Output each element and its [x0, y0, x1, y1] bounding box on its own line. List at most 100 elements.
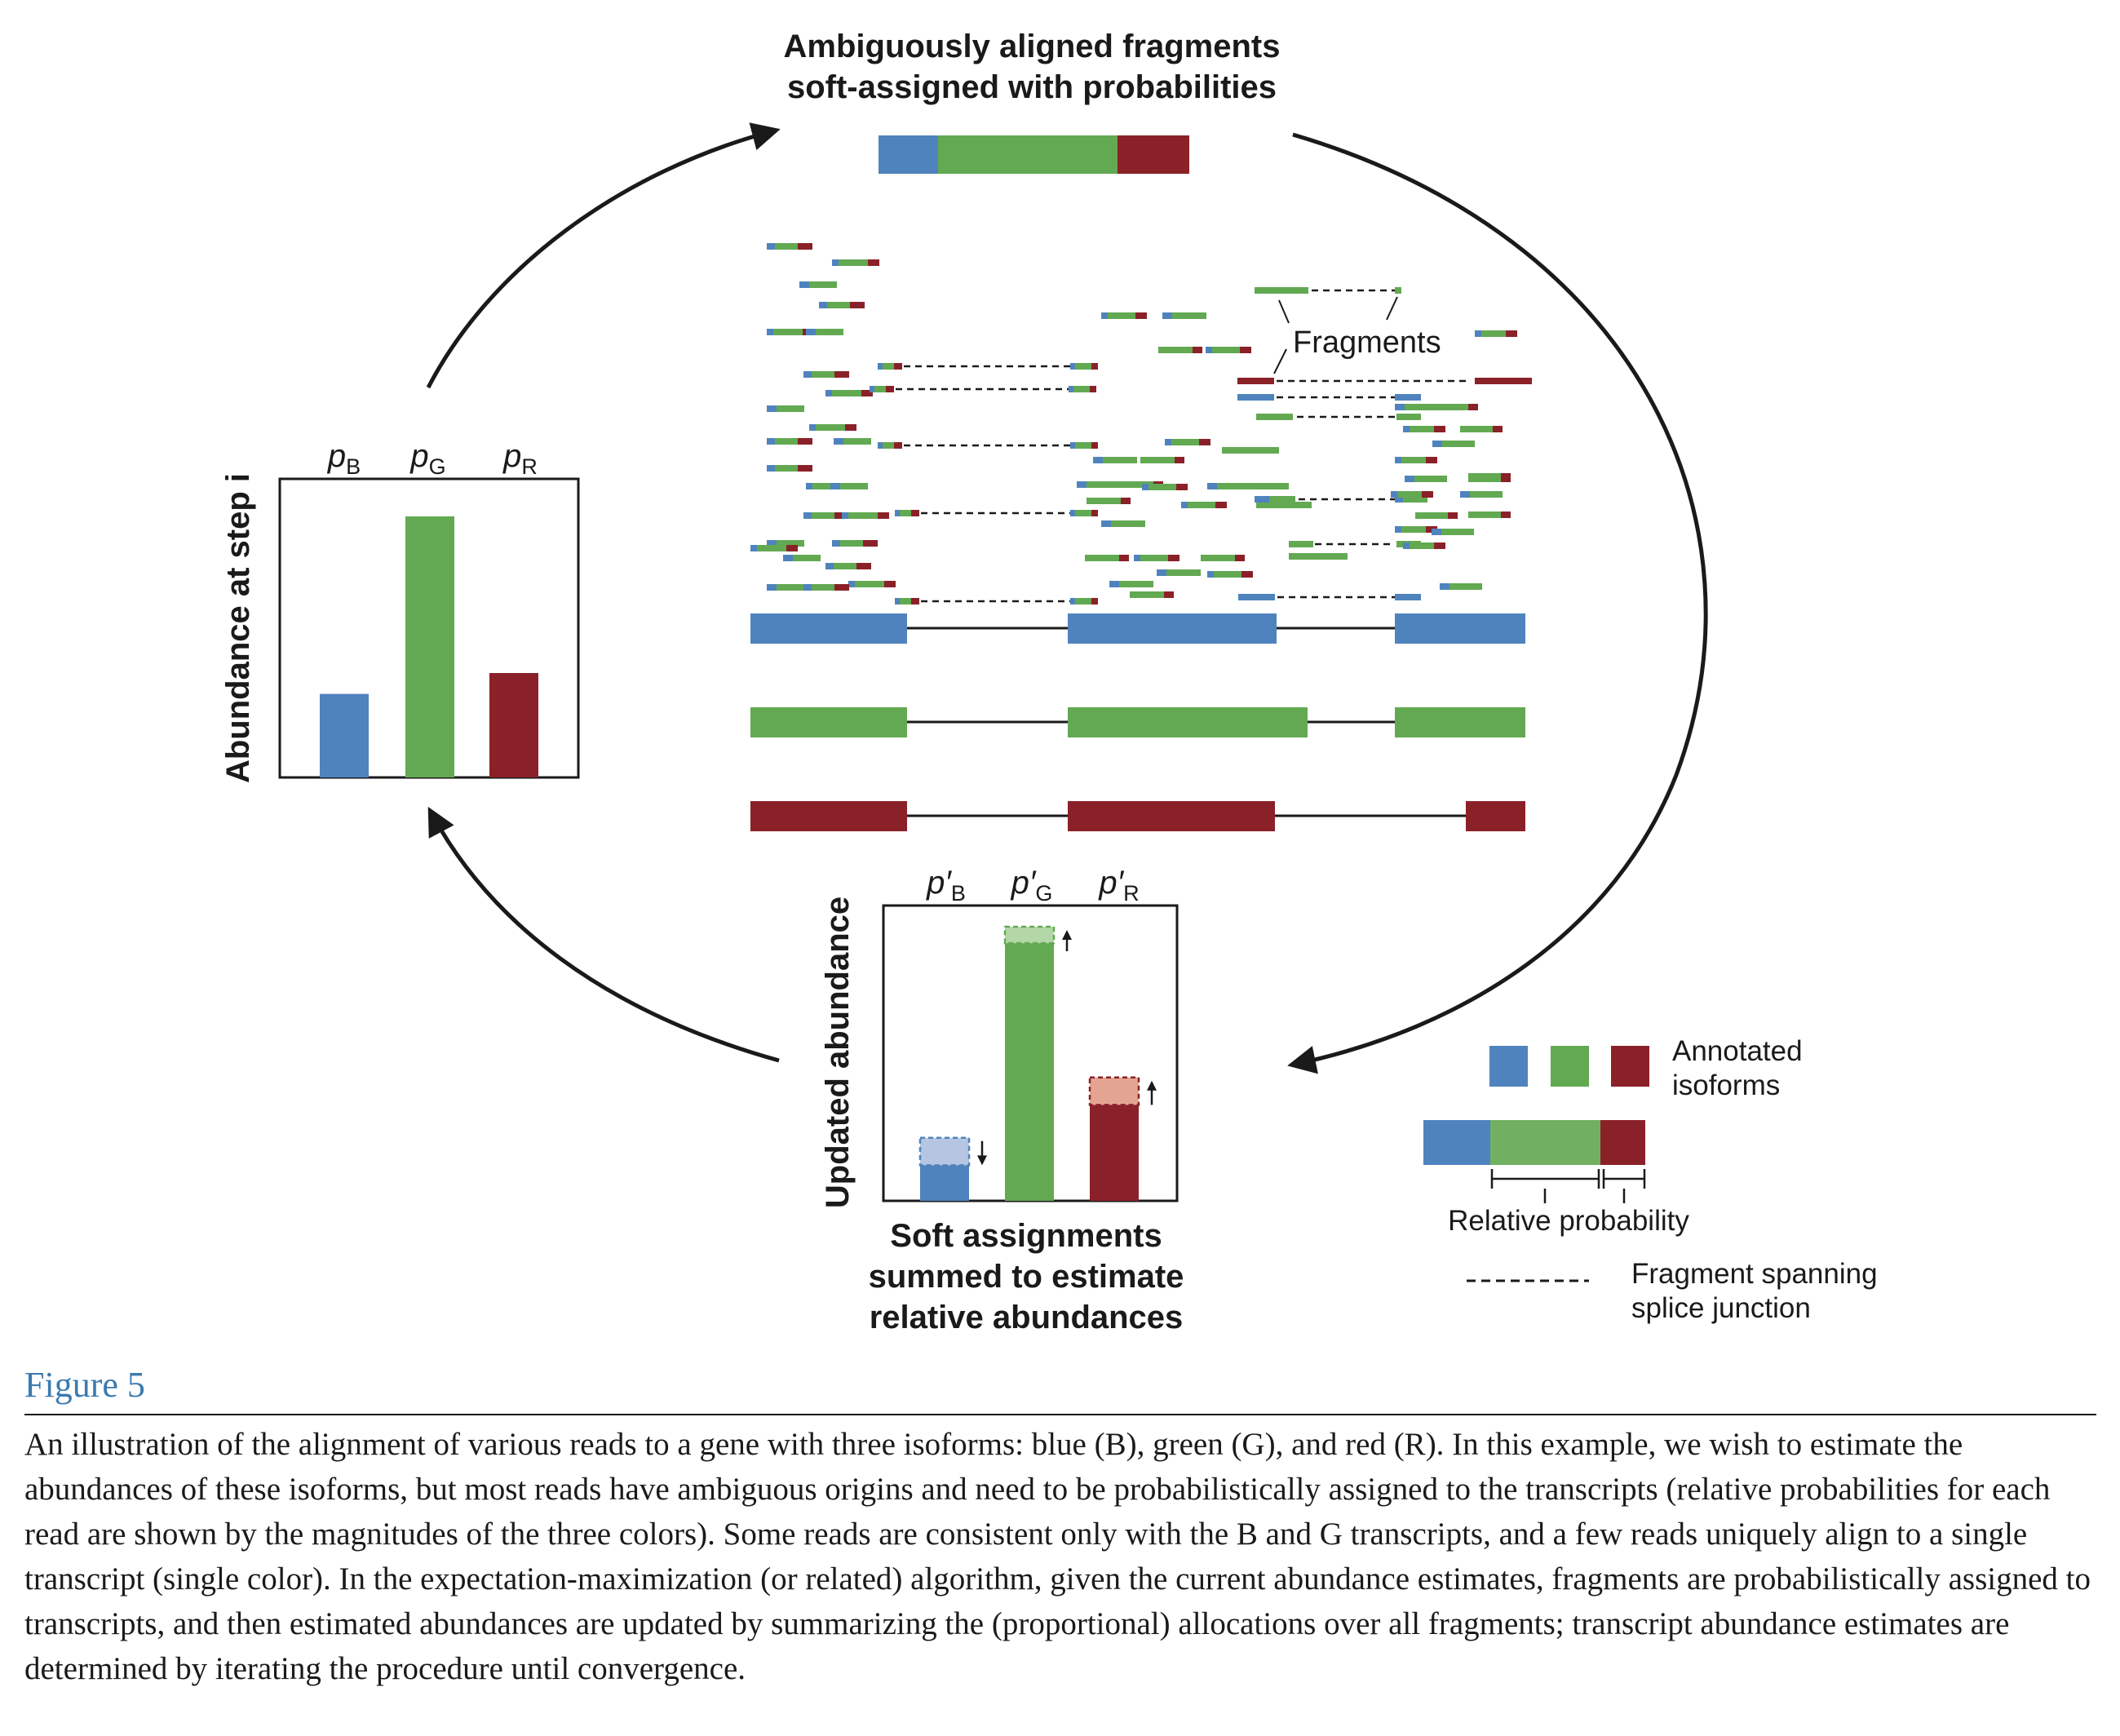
bottom-bar-green-arrow-head	[1062, 930, 1072, 940]
fragment-segment	[834, 563, 856, 569]
left-bar-red	[489, 673, 538, 777]
fragment-segment	[842, 512, 848, 519]
cycle-arrow-to-bottom	[1287, 132, 1708, 1074]
fragment-segment	[1237, 394, 1274, 401]
fragment-segment	[1199, 439, 1210, 445]
fragment-segment	[1391, 491, 1397, 498]
top-title-line1: Ambiguously aligned fragments	[784, 29, 1281, 64]
fragment-segment	[1164, 591, 1174, 598]
fragments-callout-line	[1386, 296, 1398, 321]
fragment-segment	[895, 510, 900, 516]
fragment-segment	[825, 390, 832, 396]
top-bar-red-segment	[1118, 135, 1189, 174]
fragment-segment	[1256, 502, 1312, 508]
fragment-segment	[883, 363, 894, 370]
fragment-segment	[832, 259, 839, 266]
figure-caption: An illustration of the alignment of vari…	[24, 1427, 2091, 1686]
bottom-bar-blue	[920, 1165, 969, 1201]
fragment-segment	[1134, 555, 1140, 561]
fragment-segment	[827, 302, 850, 308]
fragment-segment	[773, 329, 803, 335]
fragment-segment	[1434, 426, 1445, 432]
bottom-col-label-blue: p′B	[926, 865, 966, 906]
fragment-segment	[1232, 483, 1289, 489]
fragment-segment	[812, 512, 834, 519]
fragment-segment	[1255, 287, 1308, 294]
fragment-segment	[1403, 542, 1410, 549]
fragment-segment	[1087, 498, 1121, 504]
fragment-segment	[884, 581, 896, 587]
fragment-segment	[1101, 312, 1108, 319]
fragment-segment	[1075, 510, 1091, 516]
fragment-segment	[812, 371, 834, 378]
bottom-col-label-green: p′G	[1011, 865, 1053, 906]
fragment-segment	[1468, 512, 1501, 518]
fragment-segment	[1475, 378, 1532, 384]
legend-probability-brackets	[1490, 1169, 1646, 1203]
fragment-segment	[1201, 555, 1235, 561]
fragment-segment	[894, 442, 902, 449]
isoform-green-exon	[1068, 707, 1308, 737]
fragment-segment	[1269, 496, 1295, 503]
fragments-callout-line	[1278, 299, 1290, 324]
fragment-segment	[1241, 571, 1253, 578]
isoform-blue-exon	[1068, 613, 1277, 644]
fragment-segment	[1119, 555, 1129, 561]
fragment-segment	[767, 438, 775, 445]
figure-label: Figure 5	[24, 1365, 145, 1405]
fragment-segment	[1075, 598, 1091, 604]
fragment-segment	[1093, 457, 1103, 463]
top-title-line2: soft-assigned with probabilities	[787, 69, 1277, 105]
fragment-segment	[840, 483, 868, 489]
fragment-segment	[767, 540, 777, 547]
fragment-segment	[1109, 581, 1119, 587]
bottom-bar-green	[1005, 943, 1054, 1201]
fragment-segment	[895, 598, 900, 604]
fragment-segment	[911, 598, 919, 604]
fragment-segment	[757, 545, 786, 551]
left-bar-blue	[320, 693, 369, 777]
fragment-segment	[1172, 312, 1206, 319]
fragment-segment	[1103, 457, 1137, 463]
fragment-segment	[1395, 526, 1401, 533]
fragment-segment	[878, 442, 883, 449]
fragment-segment	[1085, 555, 1119, 561]
fragment-segment	[1140, 457, 1175, 463]
fragment-segment	[1101, 520, 1111, 527]
fragment-segment	[1119, 581, 1153, 587]
fragment-segment	[1091, 598, 1098, 604]
left-col-label-red: pR	[502, 438, 538, 479]
fragment-segment	[799, 281, 809, 288]
fragment-segment	[806, 329, 816, 335]
fragment-segment	[1256, 414, 1293, 420]
fragment-segment	[1214, 571, 1241, 578]
fragment-segment	[1238, 594, 1275, 600]
fragment-segment	[863, 540, 878, 547]
fragment-segment	[1188, 502, 1215, 508]
bottom-panel-y-label: Updated abundance	[820, 897, 856, 1208]
fragments-label: Fragments	[1293, 326, 1441, 360]
fragment-segment	[1442, 441, 1475, 447]
fragment-segment	[900, 510, 911, 516]
fragment-segment	[777, 584, 804, 591]
fragment-segment	[1168, 555, 1179, 561]
fragment-segment	[803, 584, 812, 591]
isoform-red-exon	[1068, 801, 1275, 831]
legend-swatch-green	[1551, 1046, 1589, 1087]
fragment-segment	[1289, 541, 1313, 547]
fragment-segment	[1441, 529, 1474, 535]
fragment-segment	[1158, 347, 1193, 353]
fragment-segment	[1222, 447, 1279, 454]
fragment-segment	[1289, 553, 1348, 560]
fragment-segment	[775, 243, 798, 250]
fragment-segment	[1468, 404, 1478, 410]
fragment-segment	[1090, 386, 1096, 392]
fragment-segment	[1140, 555, 1168, 561]
fragment-segment	[798, 243, 812, 250]
fragment-segment	[1070, 510, 1075, 516]
fragment-segment	[1207, 571, 1214, 578]
bottom-bar-red	[1090, 1105, 1139, 1201]
isoform-red-exon	[750, 801, 907, 831]
top-probability-bar	[879, 135, 1189, 174]
fragment-segment	[1460, 426, 1493, 432]
